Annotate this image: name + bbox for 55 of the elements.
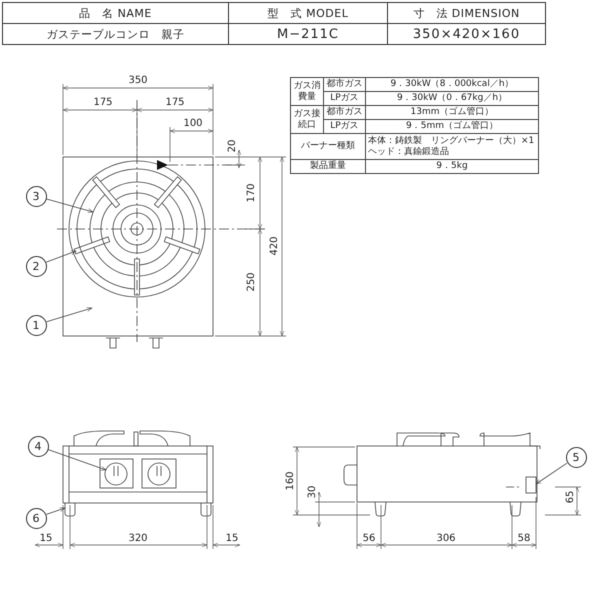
dimension-label: 100 [182, 119, 204, 129]
leader-line [46, 508, 66, 515]
burner-ring [90, 182, 184, 276]
callout-number: 2 [26, 256, 46, 276]
table-cell: 13mm（ゴム管口） [366, 106, 538, 120]
control-knob [104, 462, 128, 486]
table-cell: 都市ガス [324, 106, 366, 120]
callout-number: 1 [26, 314, 46, 336]
table-cell: 9．5kg [366, 160, 538, 174]
table-cell: 9．5mm（ゴム管口） [366, 120, 538, 134]
burner-spoke [74, 236, 110, 254]
table-cell-text: 本体：鋳鉄製 リングバーナー（大）×1 [368, 136, 536, 146]
table-header-cell: 型 式 MODEL [228, 2, 388, 24]
dimension-label: 175 [164, 98, 186, 108]
dimension-label: 160 [286, 470, 296, 492]
table-cell: ガス消費量 [290, 78, 324, 106]
dimension-label: 175 [92, 98, 114, 108]
table-cell: M−211C [228, 24, 388, 44]
table-cell: ガステーブルコンロ 親子 [2, 24, 228, 44]
dimension-label: 320 [127, 534, 149, 544]
table-cell: 製品重量 [290, 160, 366, 174]
table-cell-text: ヘッド：真鍮鍛造品 [368, 146, 450, 158]
table-cell: 9．30kW（0．67kg／h） [366, 92, 538, 106]
dimension-label: 56 [362, 534, 376, 544]
callout-number: 5 [566, 446, 586, 468]
dimension-label: 15 [38, 534, 54, 544]
callout-number: 4 [28, 436, 48, 456]
dimension-label: 420 [270, 235, 280, 257]
dimension-label: 306 [435, 534, 457, 544]
callout-number: 3 [26, 186, 46, 206]
dimension-label: 30 [308, 484, 318, 500]
gas-inlet [526, 476, 536, 494]
table-cell: ガス接続口 [290, 106, 324, 134]
dimension-label: 65 [566, 490, 576, 504]
callout-number: 6 [26, 508, 46, 528]
dimension-label: 350 [127, 76, 149, 86]
table-cell: LPガス [324, 120, 366, 134]
table-cell: LPガス [324, 92, 366, 106]
table-header-cell: 品 名 NAME [2, 2, 228, 24]
table-cell: 都市ガス [324, 78, 366, 92]
dimension-label: 15 [224, 534, 240, 544]
dimension-label: 170 [247, 182, 257, 204]
dimension-label: 20 [228, 138, 238, 154]
leader-line [46, 198, 94, 213]
leader-line [48, 449, 106, 470]
dimension-label: 250 [247, 271, 257, 293]
leader-line [46, 307, 92, 322]
top-plate [62, 156, 214, 336]
leader-line [46, 250, 76, 263]
leader-line [536, 462, 568, 484]
table-cell: バーナー種類 [290, 134, 366, 160]
table-cell: 9．30kW（8．000kcal／h） [366, 78, 538, 92]
table-cell: 350×420×160 [388, 24, 546, 44]
table-header-cell: 寸 法 DIMENSION [388, 2, 546, 24]
dimension-label: 58 [516, 534, 532, 544]
